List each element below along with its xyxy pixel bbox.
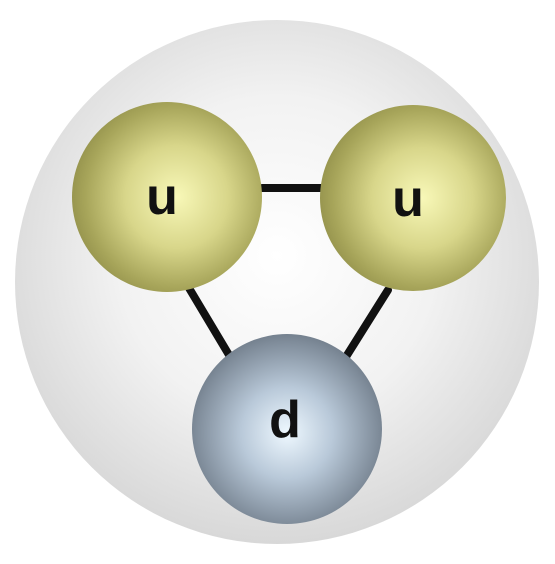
quark-label: u [392,170,424,228]
quark-label: d [269,391,301,449]
quark-up-right: u [320,105,506,291]
quark-sphere [320,105,506,291]
quark-sphere [72,102,262,292]
quark-down: d [192,334,382,524]
bond-u-d-right [340,286,392,364]
bonds [182,184,392,364]
quark-label: u [146,168,178,226]
bond-u-d-left [182,279,236,364]
quark-sphere [192,334,382,524]
quark-up-left: u [72,102,262,292]
